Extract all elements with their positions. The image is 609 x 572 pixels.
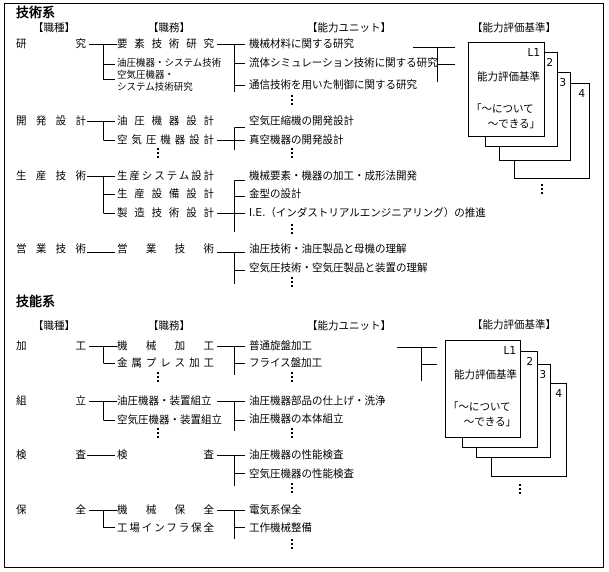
diagram-frame (4, 3, 604, 568)
ability-unit: 流体シミュレーション技術に関する研究 (249, 57, 438, 69)
section-title-skill: 技能系 (16, 295, 56, 310)
duty: 生産設備設計 (117, 188, 214, 200)
job-type: 検査 (16, 449, 86, 461)
section-title-technical: 技術系 (16, 6, 56, 21)
ability-unit: 空気圧縮機の開発設計 (249, 115, 354, 127)
ability-unit: 機械要素・機器の加工・成形法開発 (249, 170, 417, 182)
ellipsis-icon (291, 95, 294, 107)
duty: 検査 (117, 449, 214, 461)
ability-unit: 空気圧技術・空気圧製品と装置の理解 (249, 262, 428, 274)
job-type: 保全 (16, 504, 86, 516)
ability-unit: 油圧機器部品の仕上げ・洗浄 (249, 395, 386, 407)
duty: 空気圧機器設計 (117, 134, 214, 146)
ability-unit: 油圧機器の本体組立 (249, 413, 344, 425)
duty: 機械保全 (117, 504, 214, 516)
job-type: 開発設計 (16, 115, 86, 127)
ellipsis-icon (291, 224, 294, 236)
header-ability-unit: 【能力ユニット】 (307, 22, 391, 34)
card-level: 3 (559, 77, 566, 89)
header-criteria: 【能力評価基準】 (472, 319, 556, 331)
card-desc: ～できる」 (463, 416, 516, 428)
header-duties: 【職務】 (148, 320, 190, 332)
header-job-type: 【職種】 (33, 320, 75, 332)
duty: 要素技術研究 (117, 38, 214, 50)
ability-unit: 空気圧機器の性能検査 (249, 468, 354, 480)
card-desc: ～できる」 (487, 118, 540, 130)
ellipsis-icon (541, 184, 544, 196)
job-type: 生産技術 (16, 170, 86, 182)
card-level: L1 (503, 345, 516, 357)
duty: 生産システム設計 (117, 170, 214, 182)
ellipsis-icon (291, 372, 294, 384)
duty: 機械加工 (117, 340, 214, 352)
header-duties: 【職務】 (148, 22, 190, 34)
ellipsis-icon (519, 484, 522, 496)
card-level: 4 (555, 388, 562, 400)
card-name: 能力評価基準 (454, 369, 517, 381)
card-level: 2 (546, 57, 553, 69)
card-name: 能力評価基準 (477, 71, 540, 83)
job-type: 営業技術 (16, 243, 86, 255)
header-ability-unit: 【能力ユニット】 (307, 320, 391, 332)
duty: 営業技術 (117, 243, 214, 255)
ellipsis-icon (157, 148, 160, 160)
card-level: 2 (526, 356, 533, 368)
header-job-type: 【職種】 (33, 22, 75, 34)
job-type: 研究 (16, 38, 86, 50)
ability-unit: 金型の設計 (249, 188, 302, 200)
job-type: 組立 (16, 395, 86, 407)
duty: 油圧機器・システム技術 (117, 58, 222, 69)
ellipsis-icon (291, 483, 294, 495)
duty: 金属プレス加工 (117, 357, 214, 369)
card-level: 4 (578, 88, 585, 100)
duty: 空気圧機器・ (117, 70, 175, 81)
duty: 油圧機器設計 (117, 115, 214, 127)
criteria-card-level-1: L1 能力評価基準 「～について ～できる」 (445, 340, 521, 438)
duty: 油圧機器・装置組立 (117, 395, 212, 407)
card-desc: 「～について (448, 401, 511, 413)
ellipsis-icon (157, 428, 160, 440)
ellipsis-icon (291, 428, 294, 440)
ellipsis-icon (291, 148, 294, 160)
ability-unit: 機械材料に関する研究 (249, 38, 354, 50)
ability-unit: 電気系保全 (249, 504, 302, 516)
duty: 空気圧機器・装置組立 (117, 414, 222, 426)
criteria-card-level-1: L1 能力評価基準 「～について ～できる」 (468, 42, 545, 137)
duty: 工場インフラ保全 (117, 522, 214, 534)
job-type: 加工 (16, 340, 86, 352)
ability-unit: 普通旋盤加工 (249, 340, 312, 352)
ellipsis-icon (291, 277, 294, 289)
ability-unit: 工作機械整備 (249, 522, 312, 534)
ability-unit: 通信技術を用いた制御に関する研究 (249, 79, 417, 91)
duty: 製造技術設計 (117, 207, 214, 219)
ability-unit: 油圧機器の性能検査 (249, 449, 344, 461)
card-desc: 「～について (471, 103, 534, 115)
duty: システム技術研究 (117, 82, 193, 93)
ability-unit: フライス盤加工 (249, 357, 323, 369)
card-level: 3 (539, 369, 546, 381)
ellipsis-icon (291, 539, 294, 551)
header-criteria: 【能力評価基準】 (472, 22, 556, 34)
ability-unit: 真空機器の開発設計 (249, 134, 344, 146)
ability-unit: I.E.（インダストリアルエンジニアリング）の推進 (249, 207, 486, 219)
ability-unit: 油圧技術・油圧製品と母機の理解 (249, 243, 407, 255)
ellipsis-icon (157, 372, 160, 384)
card-level: L1 (527, 47, 540, 59)
